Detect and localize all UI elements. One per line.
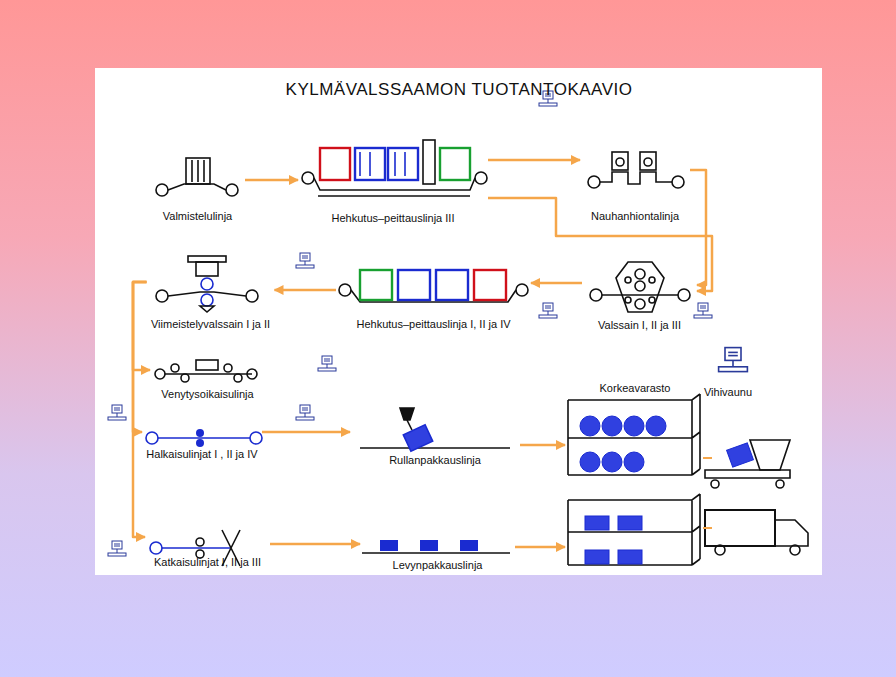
line-label: Hehkutus–peittauslinja III xyxy=(332,211,455,225)
process-line: Viimeistelyvalssain I ja II xyxy=(147,252,275,332)
flow-arrow xyxy=(690,170,706,285)
flow-arrow xyxy=(275,289,337,292)
line-label: Venytysoikaisulinja xyxy=(161,387,253,401)
flow-arrow xyxy=(133,282,147,432)
line-label: Hehkutus–peittauslinja I, II ja IV xyxy=(356,317,510,331)
process-line: Nauhanhiontalinja xyxy=(580,140,690,224)
flow-arrow xyxy=(531,282,582,285)
process-line: Hehkutus–peittauslinja I, II ja IV xyxy=(336,262,531,332)
process-line: Katkaisulinjat I, II ja III xyxy=(145,522,270,570)
diagram-title: KYLMÄVALSSAAMON TUOTANTOKAAVIO xyxy=(286,80,633,100)
flow-arrow xyxy=(270,543,360,546)
process-line: Venytysoikaisulinja xyxy=(150,356,265,402)
flow-arrow xyxy=(488,159,580,162)
flow-arrow xyxy=(520,444,565,447)
line-label: Rullanpakkauslinja xyxy=(389,453,481,467)
process-line: Hehkutus–peittauslinja III xyxy=(298,140,488,226)
flow-arrow xyxy=(133,282,150,370)
line-label: Nauhanhiontalinja xyxy=(591,209,679,223)
flow-arrow xyxy=(133,282,147,537)
line-label: Halkaisulinjat I , II ja IV xyxy=(146,447,257,461)
line-label: Levynpakkauslinja xyxy=(393,558,483,572)
flow-arrow xyxy=(488,198,712,291)
process-line: Levynpakkauslinja xyxy=(360,535,515,573)
flow-arrow xyxy=(515,546,565,549)
flow-arrow xyxy=(245,179,298,182)
line-label: Valmistelulinja xyxy=(163,209,233,223)
line-label: Valssain I, II ja III xyxy=(598,318,681,332)
line-label: Korkeavarasto xyxy=(600,381,671,395)
flow-arrow xyxy=(262,431,350,434)
process-line: Valmistelulinja xyxy=(150,148,245,224)
process-line: Valssain I, II ja III xyxy=(582,255,697,333)
line-label: Katkaisulinjat I, II ja III xyxy=(154,555,261,569)
process-line: Rullanpakkauslinja xyxy=(350,400,520,468)
process-line: Korkeavarasto xyxy=(565,378,705,571)
line-label: Viimeistelyvalssain I ja II xyxy=(151,317,270,331)
vehicle-label: Vihivaunu xyxy=(704,385,752,399)
process-line: Halkaisulinjat I , II ja IV xyxy=(142,420,262,462)
